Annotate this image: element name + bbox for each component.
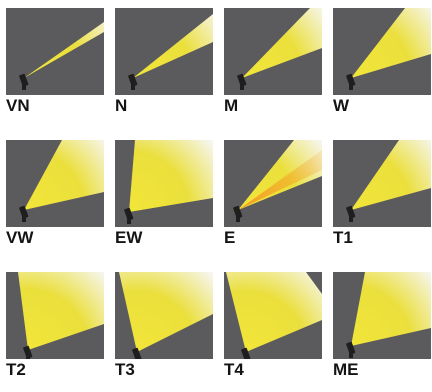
- beam-option: VN: [6, 8, 104, 128]
- beam-option: M: [224, 8, 322, 128]
- beam-preview-tile: [224, 8, 322, 95]
- beam-preview-tile: [6, 272, 104, 359]
- tile-background: [6, 8, 104, 95]
- beam-preview-tile: [224, 140, 322, 227]
- beam-option: ME: [333, 272, 431, 392]
- beam-label: VN: [6, 96, 30, 116]
- beam-preview-tile: [6, 140, 104, 227]
- beam-preview-tile: [115, 272, 213, 359]
- beam-label: W: [333, 96, 349, 116]
- beam-option: VW: [6, 140, 104, 260]
- beam-label: E: [224, 228, 235, 248]
- beam-label: VW: [6, 228, 33, 248]
- beam-preview-tile: [6, 8, 104, 95]
- beam-option: T1: [333, 140, 431, 260]
- beam-label: EW: [115, 228, 142, 248]
- beam-label: N: [115, 96, 127, 116]
- beam-option: T4: [224, 272, 322, 392]
- beam-label: ME: [333, 360, 359, 380]
- beam-label: T3: [115, 360, 135, 380]
- beam-label: M: [224, 96, 238, 116]
- beam-label: T2: [6, 360, 26, 380]
- beam-label: T1: [333, 228, 353, 248]
- beam-option: EW: [115, 140, 213, 260]
- beam-option: W: [333, 8, 431, 128]
- beam-preview-tile: [333, 140, 431, 227]
- beam-option: E: [224, 140, 322, 260]
- beam-preview-tile: [224, 272, 322, 359]
- beam-label: T4: [224, 360, 244, 380]
- tile-background: [115, 8, 213, 95]
- beam-preview-tile: [115, 140, 213, 227]
- beam-preview-tile: [115, 8, 213, 95]
- beam-option: N: [115, 8, 213, 128]
- beam-preview-tile: [333, 272, 431, 359]
- beam-option: T3: [115, 272, 213, 392]
- beam-preview-tile: [333, 8, 431, 95]
- beam-option: T2: [6, 272, 104, 392]
